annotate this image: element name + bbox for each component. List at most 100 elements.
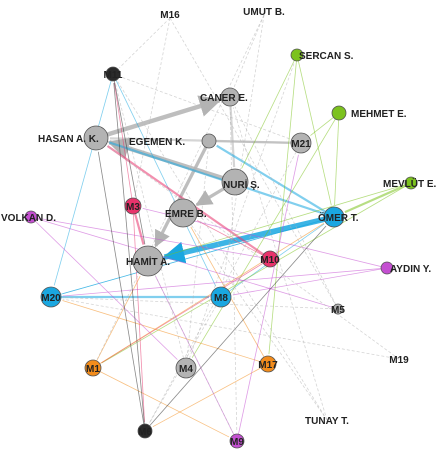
edge-emre-tunay — [182, 212, 325, 417]
node-nuri[interactable]: NURİ Ş. — [221, 168, 260, 196]
edge-m4-m11 — [114, 82, 187, 369]
node-circle-omer — [323, 206, 345, 228]
node-aydin[interactable]: AYDIN Y. — [380, 261, 431, 275]
node-label-hamit: HAMİT A. — [126, 255, 170, 268]
node-m3[interactable]: M3 — [124, 197, 142, 215]
node-m6[interactable]: M6 — [137, 423, 153, 439]
node-mevlut[interactable]: MEVLÜT E. — [383, 176, 437, 190]
node-hamit[interactable]: HAMİT A. — [126, 245, 170, 277]
node-circle-emre — [168, 198, 198, 228]
edge-tunay-caner — [232, 107, 328, 421]
node-egemen[interactable]: EGEMEN K. — [129, 133, 217, 149]
node-umut[interactable]: UMUT B. — [243, 7, 285, 18]
node-circle-m11 — [105, 66, 121, 82]
node-label-omer: ÖMER T. — [318, 211, 359, 224]
node-circle-m1 — [84, 359, 102, 377]
edge-aydin-m20 — [62, 267, 388, 297]
node-circle-mehmet — [331, 105, 347, 121]
edge-m11-m21 — [112, 73, 290, 140]
node-label-umut: UMUT B. — [243, 7, 285, 18]
node-circle-volkan — [24, 210, 38, 224]
edge-m6-m11 — [113, 82, 146, 432]
node-m10[interactable]: M10 — [260, 250, 280, 268]
node-m9[interactable]: M9 — [229, 433, 245, 449]
node-m8[interactable]: M8 — [210, 286, 232, 308]
node-m20[interactable]: M20 — [40, 286, 62, 308]
node-omer[interactable]: ÖMER T. — [318, 206, 359, 228]
node-label-m4: M4 — [179, 364, 193, 375]
node-circle-m8 — [210, 286, 232, 308]
node-label-m20: M20 — [41, 293, 61, 304]
node-label-caner: CANER E. — [200, 93, 248, 104]
edge-m16-m3 — [134, 17, 171, 197]
edge-m6-hasan — [97, 151, 146, 432]
node-circle-m6 — [137, 423, 153, 439]
edge-egemen-m21 — [208, 139, 290, 144]
node-circle-m10 — [261, 250, 279, 268]
node-circle-hasan — [83, 125, 109, 151]
node-sercan[interactable]: SERCAN S. — [290, 48, 354, 62]
node-caner[interactable]: CANER E. — [200, 87, 248, 107]
edge-m17-m20 — [62, 300, 269, 365]
edge-m1-omer — [92, 223, 325, 369]
node-label-mevlut: MEVLÜT E. — [383, 177, 437, 190]
edge-tunay-m11 — [117, 81, 328, 421]
edge-m5-caner — [234, 106, 339, 310]
node-circle-caner — [220, 87, 240, 107]
edge-volkan-m4 — [30, 216, 178, 360]
edge-m11-m20 — [53, 73, 114, 286]
edge-m10-emre — [196, 220, 271, 260]
node-circle-nuri — [221, 168, 249, 196]
edge-umut-caner — [233, 14, 265, 87]
node-circle-sercan — [290, 48, 304, 62]
node-m17[interactable]: M17 — [258, 355, 278, 373]
node-circle-m5 — [332, 303, 344, 315]
node-m1[interactable]: M1 — [84, 359, 102, 377]
edge-m3-m6 — [132, 205, 145, 423]
node-m11[interactable]: M11 — [104, 66, 123, 82]
node-label-m16: M16 — [160, 10, 180, 21]
node-label-aydin: AYDIN Y. — [390, 264, 431, 275]
node-label-emre: EMRE B. — [165, 209, 207, 220]
edge-mevlut-m1 — [101, 182, 412, 364]
node-label-m19: M19 — [389, 355, 409, 366]
edge-m20-omer — [50, 219, 323, 298]
node-m21[interactable]: M21 — [290, 132, 312, 154]
node-circle-m21 — [290, 132, 312, 154]
edge-caner-m9 — [229, 96, 238, 433]
node-m4[interactable]: M4 — [175, 357, 197, 379]
node-label-sercan: SERCAN S. — [299, 51, 354, 62]
node-label-m8: M8 — [214, 293, 228, 304]
node-label-m3: M3 — [126, 202, 140, 213]
node-circle-hamit — [132, 245, 164, 277]
node-circle-m4 — [175, 357, 197, 379]
node-m16[interactable]: M16 — [160, 10, 180, 21]
node-circle-mevlut — [404, 176, 418, 190]
node-emre[interactable]: EMRE B. — [165, 198, 207, 228]
edge-mevlut-omer — [344, 181, 412, 214]
edge-m19-m20 — [62, 298, 400, 360]
edge-m19-hasan — [107, 145, 400, 360]
node-label-m6: M6 — [138, 427, 152, 438]
edge-sercan-omer — [296, 54, 332, 206]
node-mehmet[interactable]: MEHMET E. — [331, 105, 407, 121]
node-label-m9: M9 — [230, 437, 244, 448]
edge-m6-omer — [144, 225, 327, 432]
node-volkan[interactable]: VOLKAN D. — [1, 210, 56, 224]
edge-umut-m8 — [222, 14, 265, 286]
edge-omer-hasan — [108, 141, 335, 219]
node-hasan[interactable]: HASAN A. K. — [38, 125, 109, 151]
node-circle-m17 — [259, 355, 277, 373]
node-label-nuri: NURİ Ş. — [223, 178, 260, 191]
edge-sercan-m17 — [268, 54, 298, 355]
node-m5[interactable]: M5 — [331, 303, 345, 316]
node-label-mehmet: MEHMET E. — [351, 109, 407, 120]
node-tunay[interactable]: TUNAY T. — [305, 416, 349, 427]
node-m19[interactable]: M19 — [389, 355, 409, 366]
edge-sercan-nuri — [241, 54, 298, 169]
node-label-m5: M5 — [331, 305, 345, 316]
edge-omer-egemen — [216, 144, 335, 218]
node-label-m10: M10 — [260, 255, 280, 266]
